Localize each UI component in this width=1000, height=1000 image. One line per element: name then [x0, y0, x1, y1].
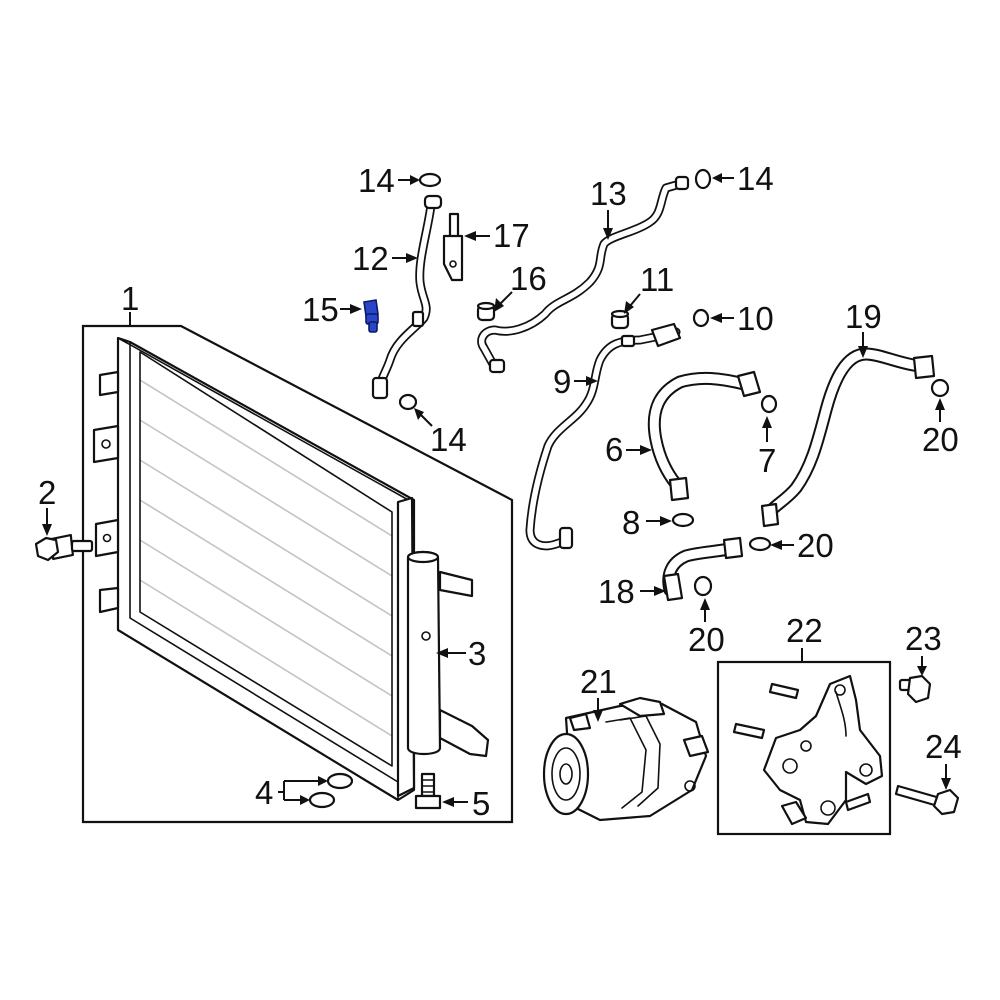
callout-16: 16 [494, 260, 547, 312]
callout-7: 7 [758, 416, 776, 479]
svg-text:23: 23 [905, 620, 942, 657]
svg-text:22: 22 [786, 612, 823, 649]
svg-text:13: 13 [590, 175, 627, 212]
bracket-bolt-23[interactable] [898, 674, 932, 704]
compressor-bracket-group [716, 660, 892, 836]
ac-line-13[interactable] [477, 175, 690, 374]
ac-line-18[interactable] [662, 536, 744, 602]
svg-text:14: 14 [737, 160, 774, 197]
svg-text:21: 21 [580, 663, 617, 700]
ac-compressor[interactable] [542, 696, 710, 822]
bracket-group-box [716, 660, 892, 836]
callout-10: 10 [710, 300, 774, 337]
o-ring-seals[interactable] [398, 168, 950, 597]
callout-24: 24 [925, 728, 962, 790]
svg-text:18: 18 [598, 573, 635, 610]
svg-text:24: 24 [925, 728, 962, 765]
svg-text:16: 16 [510, 260, 547, 297]
callout-21: 21 [580, 663, 617, 722]
callout-8: 8 [622, 504, 672, 541]
callout-12: 12 [352, 240, 418, 277]
svg-text:20: 20 [797, 527, 834, 564]
svg-text:12: 12 [352, 240, 389, 277]
callout-17: 17 [464, 217, 530, 254]
svg-text:10: 10 [737, 300, 774, 337]
callout-18: 18 [598, 573, 666, 610]
svg-text:7: 7 [758, 442, 776, 479]
svg-text:20: 20 [922, 421, 959, 458]
callout-19: 19 [845, 298, 882, 358]
svg-text:9: 9 [553, 363, 571, 400]
condenser-group-box [81, 324, 514, 824]
svg-text:6: 6 [605, 431, 623, 468]
svg-text:8: 8 [622, 504, 640, 541]
svg-text:1: 1 [121, 280, 139, 317]
callout-6: 6 [605, 431, 652, 468]
svg-text:14: 14 [358, 162, 395, 199]
ac-hose-19[interactable] [760, 347, 936, 528]
callout-20-a: 20 [922, 398, 959, 458]
condenser[interactable] [92, 336, 416, 802]
callout-20-c: 20 [688, 598, 725, 658]
callout-20-b: 20 [770, 527, 834, 564]
svg-text:20: 20 [688, 621, 725, 658]
svg-text:19: 19 [845, 298, 882, 335]
svg-text:4: 4 [255, 774, 273, 811]
callout-1: 1 [121, 280, 139, 326]
condenser-group [81, 324, 514, 824]
callout-13: 13 [590, 175, 627, 240]
grommet-11[interactable] [610, 309, 630, 330]
grommet-16[interactable] [476, 301, 496, 322]
svg-text:14: 14 [430, 421, 467, 458]
callout-2: 2 [38, 474, 56, 536]
o-rings[interactable] [308, 772, 354, 809]
svg-text:15: 15 [302, 291, 339, 328]
callout-5: 5 [442, 785, 490, 822]
svg-text:11: 11 [640, 261, 674, 298]
callout-15: 15 [302, 291, 362, 328]
callout-22: 22 [786, 612, 823, 662]
bracket-bolt-24[interactable] [894, 784, 960, 816]
compressor-mounting-bracket[interactable] [762, 674, 884, 826]
callout-14-c: 14 [414, 408, 467, 458]
callout-11: 11 [624, 261, 674, 314]
condenser-bolt[interactable] [34, 533, 94, 562]
mounting-bracket-17[interactable] [442, 212, 464, 282]
callout-9: 9 [553, 363, 598, 400]
pressure-switch-highlighted[interactable] [363, 299, 379, 333]
ac-hose-6[interactable] [647, 370, 762, 502]
callout-4: 4 [255, 774, 328, 811]
callout-3: 3 [436, 635, 486, 672]
svg-text:5: 5 [472, 785, 490, 822]
drier-plug[interactable] [414, 772, 442, 810]
receiver-drier[interactable] [406, 550, 490, 758]
callout-14-b: 14 [712, 160, 774, 197]
callout-14-a: 14 [358, 162, 420, 199]
ac-line-12[interactable] [371, 194, 443, 400]
ac-line-9[interactable] [525, 322, 682, 551]
svg-text:17: 17 [493, 217, 530, 254]
svg-text:3: 3 [468, 635, 486, 672]
callout-23: 23 [905, 620, 942, 676]
svg-text:2: 2 [38, 474, 56, 511]
stud-pins[interactable] [732, 682, 872, 826]
